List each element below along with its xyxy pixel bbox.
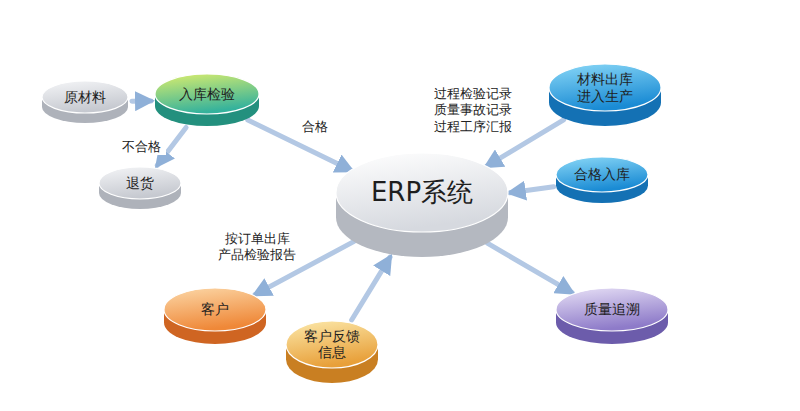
disc-top <box>556 288 668 331</box>
disc-top <box>155 74 259 114</box>
node-label: 入库检验 <box>179 86 235 103</box>
disc-top <box>42 81 128 113</box>
edge-label: 不合格 <box>116 139 166 155</box>
disc-node: 材料出库 进入生产 <box>549 64 661 126</box>
node-label: 客户 <box>201 301 229 318</box>
disc-top <box>99 167 181 199</box>
disc-node: 质量追溯 <box>556 288 668 344</box>
edge-label: 按订单出库 产品检验报告 <box>216 231 298 264</box>
node-label: 质量追溯 <box>584 301 640 318</box>
node-label: 退货 <box>126 175 154 192</box>
disc-node: 客户 <box>164 288 266 344</box>
flow-arrow <box>487 243 572 293</box>
disc-node: 入库检验 <box>155 74 259 126</box>
disc-node: 退货 <box>99 167 181 209</box>
edge-label: 合格 <box>296 119 334 135</box>
node-label: ERP系统 <box>371 177 473 208</box>
disc-top <box>336 153 508 232</box>
flow-arrow <box>132 98 151 103</box>
node-label: 材料出库 进入生产 <box>570 71 640 105</box>
flow-arrow <box>352 257 390 320</box>
disc-top <box>556 157 648 192</box>
node-label: 合格入库 <box>574 166 630 183</box>
edge-label: 过程检验记录 质量事故记录 过程工序汇报 <box>428 86 518 135</box>
disc-node: ERP系统 <box>336 153 508 257</box>
node-label: 原材料 <box>64 89 106 106</box>
disc-node: 合格入库 <box>556 157 648 203</box>
disc-node: 原材料 <box>42 81 128 123</box>
disc-node: 客户反馈 信息 <box>286 321 378 383</box>
disc-top <box>549 64 661 111</box>
flow-arrow <box>510 187 554 193</box>
disc-top <box>164 288 266 331</box>
flow-arrow <box>248 120 352 171</box>
node-label: 客户反馈 信息 <box>299 328 365 362</box>
disc-top <box>286 321 378 368</box>
